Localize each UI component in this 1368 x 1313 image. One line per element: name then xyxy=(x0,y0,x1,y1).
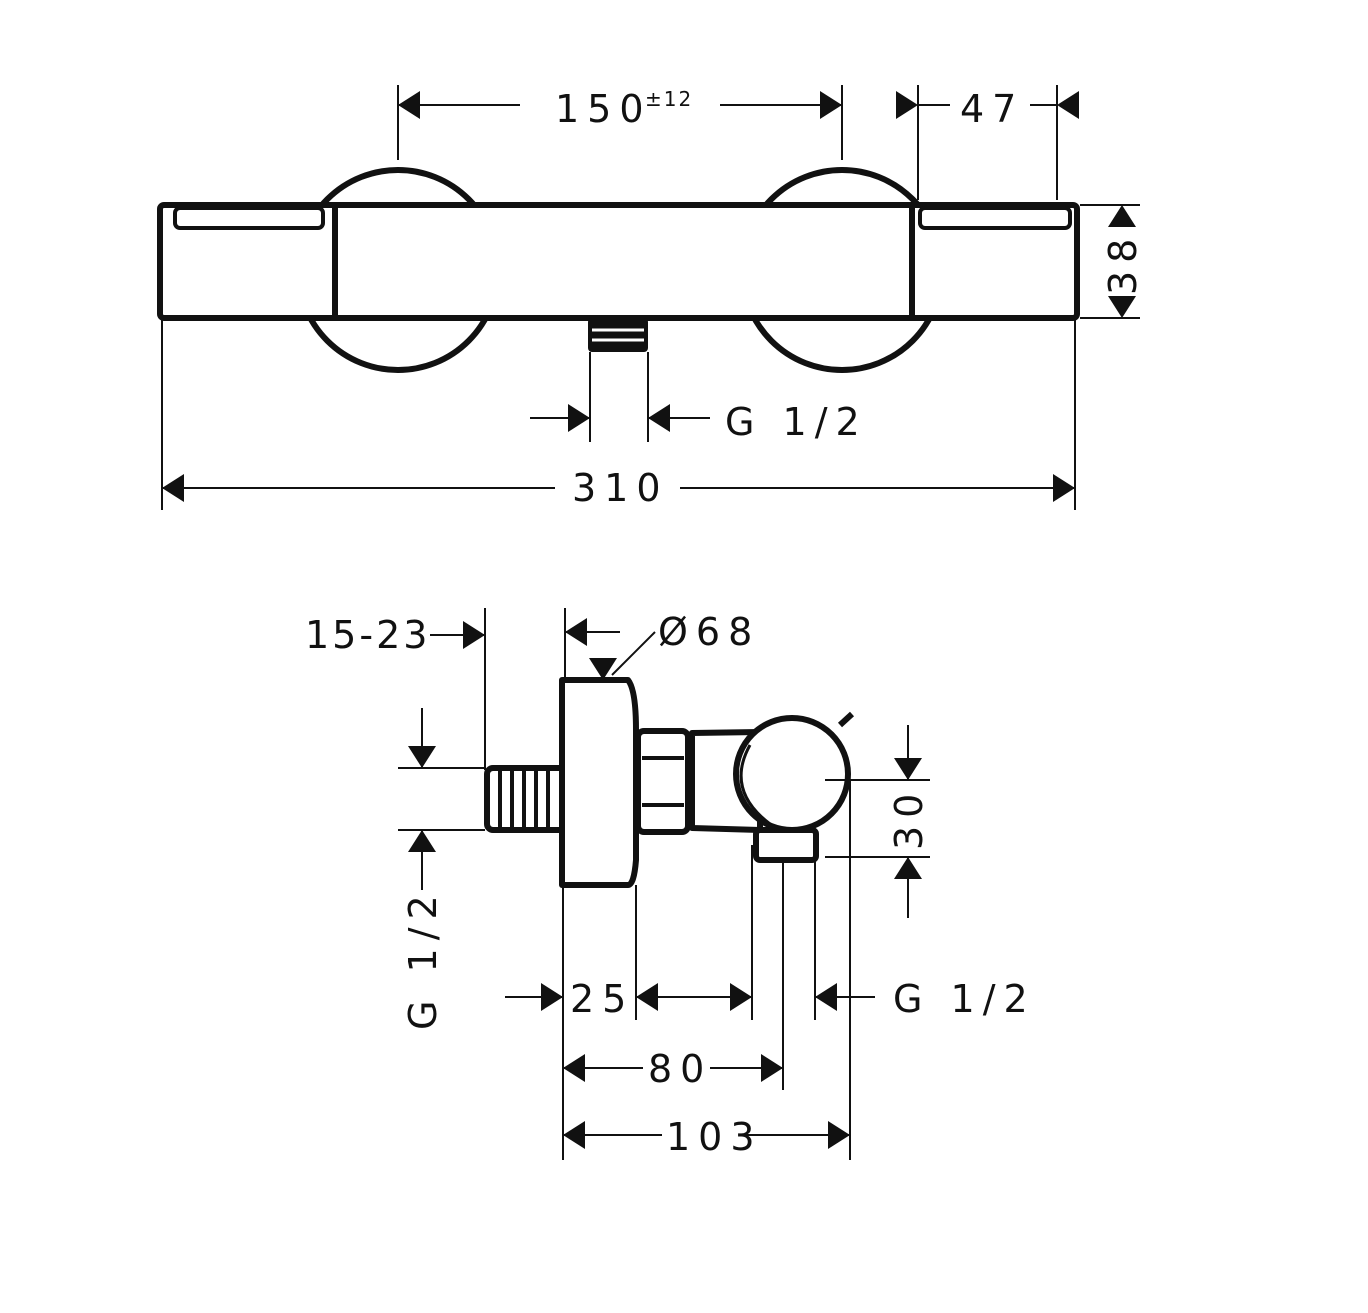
dimension-lines xyxy=(161,85,1140,1160)
hex-nut xyxy=(635,728,691,835)
right-handle-slot xyxy=(918,206,1072,230)
arrowhead-icon xyxy=(1053,474,1075,502)
arrowhead-icon xyxy=(636,983,658,1011)
outlet-nut xyxy=(753,827,819,863)
thermostat-handle xyxy=(733,715,851,833)
dim-outlet-offset: 30 xyxy=(887,786,931,850)
handle-edge xyxy=(739,744,771,826)
wall-flange xyxy=(559,677,639,888)
dim-inlet-thread: G 1/2 xyxy=(401,887,445,1030)
dim-outlet-distance: 80 xyxy=(648,1047,712,1091)
arrowhead-icon xyxy=(565,618,587,646)
dim-end-cap: 47 xyxy=(960,87,1024,131)
arrowhead-icon xyxy=(761,1054,783,1082)
arrowhead-icon xyxy=(408,830,436,852)
arrowhead-icon xyxy=(1057,91,1079,119)
outlet-connector xyxy=(588,318,648,352)
left-handle-slot xyxy=(173,206,325,230)
arrowhead-icon xyxy=(648,404,670,432)
dim-flange-diameter: Ø68 xyxy=(658,610,760,654)
arrowhead-icon xyxy=(563,1121,585,1149)
dim-outlet-thread: G 1/2 xyxy=(725,400,868,444)
top-view xyxy=(157,167,1080,373)
arrowhead-icon xyxy=(563,1054,585,1082)
dim-total-length: 310 xyxy=(572,466,669,510)
arrowhead-icon xyxy=(896,91,918,119)
arrowhead-icon xyxy=(1108,296,1136,318)
arrowhead-icon xyxy=(1108,205,1136,227)
dim-flange-depth: 25 xyxy=(570,977,634,1021)
arrowhead-icon xyxy=(820,91,842,119)
arrowhead-icon xyxy=(162,474,184,502)
handle-pin xyxy=(837,711,855,728)
arrowhead-icon xyxy=(398,91,420,119)
extension-line xyxy=(611,631,656,676)
arrowhead-icon xyxy=(894,857,922,879)
dim-wall-offset: 15-23 xyxy=(305,613,430,657)
arrowhead-icon xyxy=(541,983,563,1011)
arrowhead-icon xyxy=(894,758,922,780)
dim-total-depth: 103 xyxy=(666,1115,763,1159)
dim-spacing-tolerance: ±12 xyxy=(645,87,693,111)
arrowhead-icon xyxy=(463,621,485,649)
arrowhead-icon xyxy=(815,983,837,1011)
dim-height: 38 xyxy=(1101,231,1145,295)
arrowhead-icon xyxy=(408,746,436,768)
arrowhead-icon xyxy=(730,983,752,1011)
dim-outlet-thread-side: G 1/2 xyxy=(893,977,1036,1021)
dim-spacing: 150 xyxy=(555,87,652,131)
side-view xyxy=(484,677,855,888)
arrowhead-icon xyxy=(589,658,617,680)
arrowhead-icon xyxy=(828,1121,850,1149)
mixer-body xyxy=(157,202,1080,321)
arrowhead-icon xyxy=(568,404,590,432)
